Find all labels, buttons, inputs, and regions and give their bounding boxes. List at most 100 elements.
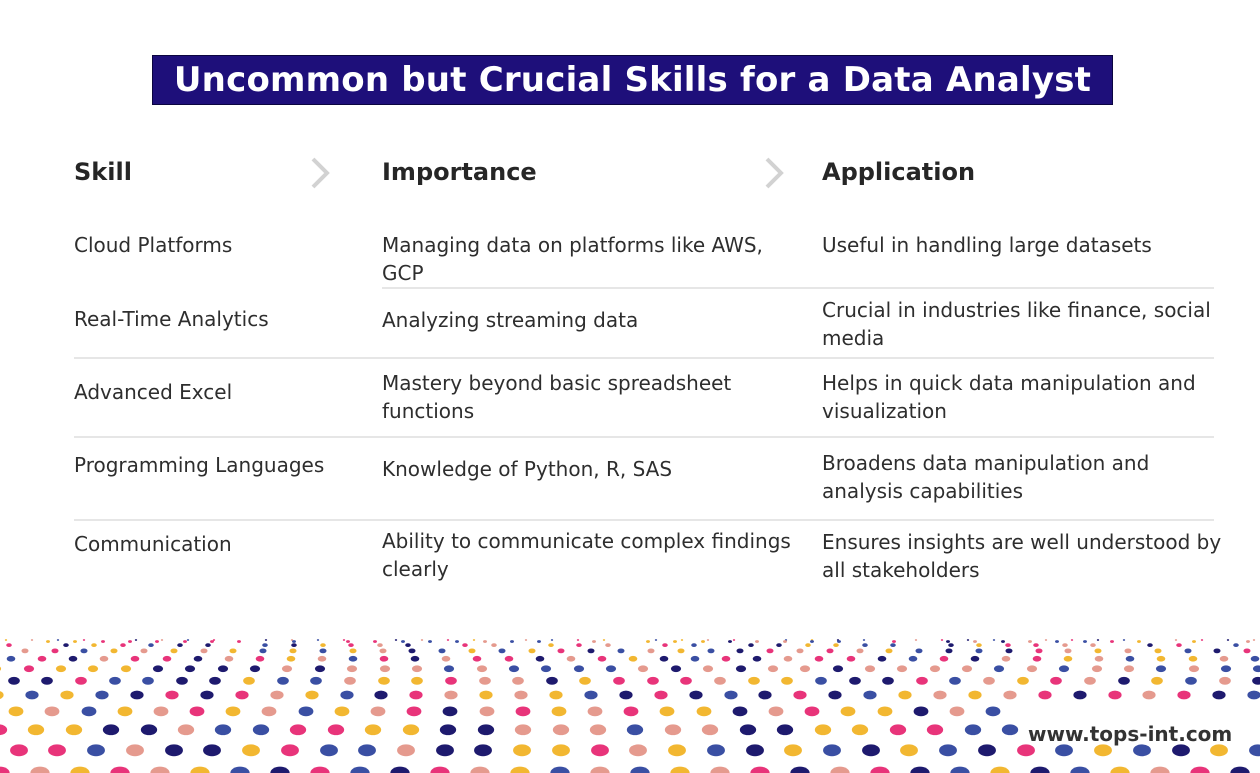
decorative-dot <box>193 655 203 662</box>
decorative-dot <box>270 766 290 773</box>
decorative-dot <box>48 744 66 757</box>
decorative-dot <box>364 724 382 736</box>
decorative-dot <box>44 706 60 717</box>
decorative-dot <box>892 640 896 643</box>
decorative-dot <box>908 655 918 662</box>
decorative-dot <box>804 706 820 717</box>
decorative-dot <box>101 640 105 643</box>
decorative-dot <box>1220 665 1232 673</box>
decorative-dot <box>662 643 668 648</box>
decorative-dot <box>1188 655 1198 662</box>
decorative-dot <box>1035 648 1043 654</box>
decorative-dot <box>130 655 140 662</box>
decorative-dot <box>510 640 514 643</box>
decorative-dot <box>508 665 520 673</box>
decorative-dot <box>255 655 265 662</box>
decorative-dot <box>4 639 8 641</box>
decorative-dot <box>626 724 644 736</box>
decorative-dot <box>401 640 405 643</box>
decorative-dot <box>746 744 764 757</box>
decorative-dot <box>654 690 668 700</box>
decorative-dot <box>619 690 633 700</box>
decorative-dot <box>73 640 77 643</box>
decorative-dot <box>654 639 658 641</box>
decorative-dot <box>900 744 918 757</box>
decorative-dot <box>826 648 834 654</box>
decorative-dot <box>186 639 190 641</box>
decorative-dot <box>750 766 770 773</box>
decorative-dot <box>63 643 69 648</box>
decorative-dot <box>410 655 420 662</box>
decorative-dot <box>314 665 326 673</box>
decorative-dot <box>446 639 450 641</box>
decorative-dot <box>877 655 887 662</box>
decorative-dot <box>1176 643 1182 648</box>
decorative-dot <box>862 639 866 641</box>
decorative-dot <box>109 676 121 685</box>
decorative-dot <box>289 648 297 654</box>
decorative-dot <box>752 655 762 662</box>
decorative-dot <box>479 706 495 717</box>
decorative-dot <box>913 706 929 717</box>
decorative-dot <box>334 706 350 717</box>
decorative-dot <box>1172 744 1190 757</box>
decorative-dot <box>479 690 493 700</box>
decorative-dot <box>840 706 856 717</box>
decorative-dot <box>677 648 685 654</box>
decorative-dot <box>647 676 659 685</box>
decorative-dot <box>87 744 105 757</box>
table-cell-skill: Cloud Platforms <box>74 233 233 257</box>
decorative-dot <box>1063 655 1073 662</box>
decorative-dot <box>1125 655 1135 662</box>
chevron-right-icon <box>311 157 330 189</box>
decorative-dot <box>766 648 774 654</box>
decorative-dot <box>379 655 389 662</box>
decorative-dot <box>148 643 154 648</box>
decorative-dot <box>668 744 686 757</box>
decorative-dot <box>659 706 675 717</box>
decorative-dot <box>551 706 567 717</box>
decorative-dot <box>602 639 606 641</box>
decorative-dot <box>468 648 476 654</box>
decorative-dot <box>629 744 647 757</box>
decorative-dot <box>262 643 268 648</box>
decorative-dot <box>1252 676 1260 685</box>
decorative-dot <box>379 665 391 673</box>
decorative-dot <box>402 724 420 736</box>
decorative-dot <box>310 676 322 685</box>
decorative-dot <box>1250 655 1260 662</box>
decorative-dot <box>948 643 954 648</box>
decorative-dot <box>1247 690 1260 700</box>
decorative-dot <box>910 766 930 773</box>
decorative-dot <box>670 766 690 773</box>
decorative-dot <box>56 639 60 641</box>
decorative-dot <box>814 655 824 662</box>
decorative-dot <box>949 676 961 685</box>
decorative-dot <box>25 690 39 700</box>
decorative-dot <box>209 676 221 685</box>
decorative-dot <box>27 724 45 736</box>
decorative-dot <box>846 655 856 662</box>
decorative-dot <box>409 690 423 700</box>
decorative-dot <box>472 639 476 641</box>
decorative-dot <box>91 643 97 648</box>
decorative-dot <box>1083 640 1087 643</box>
decorative-dot <box>721 655 731 662</box>
decorative-dot <box>436 744 454 757</box>
decorative-dot <box>552 724 570 736</box>
table-cell-skill: Advanced Excel <box>74 380 233 404</box>
decorative-dot <box>378 676 390 685</box>
decorative-dot <box>411 676 423 685</box>
decorative-dot <box>605 643 611 648</box>
decorative-dot <box>1005 643 1011 648</box>
column-header-skill: Skill <box>74 158 132 186</box>
decorative-dot <box>680 639 684 641</box>
decorative-dot <box>379 648 387 654</box>
decorative-dot <box>628 655 638 662</box>
decorative-dot <box>340 690 354 700</box>
decorative-dot <box>714 676 726 685</box>
decorative-dot <box>776 643 782 648</box>
decorative-dot <box>590 766 610 773</box>
decorative-dot <box>755 640 759 643</box>
